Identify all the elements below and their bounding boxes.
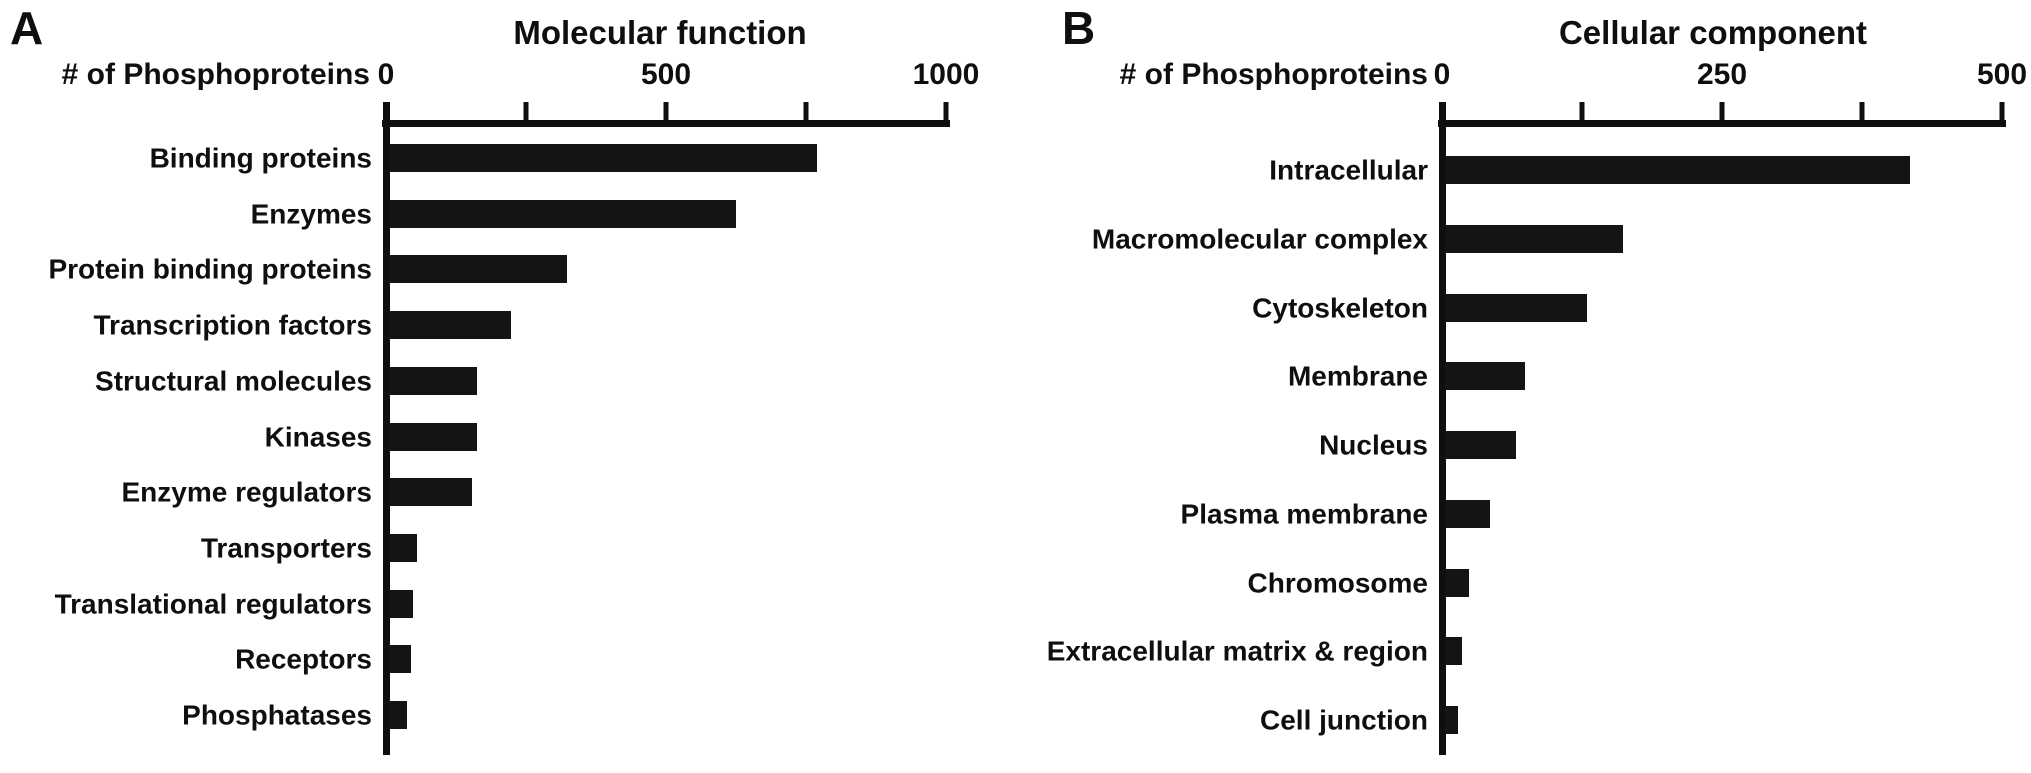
category-label: Binding proteins bbox=[149, 142, 372, 174]
x-axis-tick-mark bbox=[1719, 102, 1725, 120]
x-axis-tick-label: 250 bbox=[1696, 58, 1748, 91]
bar bbox=[1445, 362, 1525, 391]
bar bbox=[389, 366, 478, 395]
category-label: Cytoskeleton bbox=[1252, 291, 1428, 323]
category-label: Kinases bbox=[264, 420, 372, 452]
x-axis-tick-label: 0 bbox=[1433, 58, 1451, 91]
x-axis-tick-label: 1000 bbox=[912, 58, 980, 91]
bar bbox=[389, 311, 512, 340]
x-axis-tick-mark bbox=[1439, 102, 1445, 120]
category-label: Protein binding proteins bbox=[48, 253, 372, 285]
x-axis-tick-mark bbox=[1859, 102, 1865, 120]
category-label: Intracellular bbox=[1269, 154, 1428, 186]
panel-b-chart-title: Cellular component bbox=[1558, 14, 1868, 51]
category-label: Chromosome bbox=[1247, 566, 1428, 598]
x-axis-tick-mark bbox=[1999, 102, 2005, 120]
category-label: Enzymes bbox=[250, 197, 372, 229]
bar bbox=[389, 533, 417, 562]
x-axis-tick-label: 0 bbox=[377, 58, 395, 91]
category-label: Plasma membrane bbox=[1180, 498, 1428, 530]
y-axis-line bbox=[1438, 102, 1446, 755]
bar bbox=[1445, 706, 1459, 734]
category-label: Translational regulators bbox=[54, 587, 372, 619]
bar bbox=[389, 589, 413, 618]
x-axis-line bbox=[1438, 120, 2006, 127]
bar bbox=[1445, 499, 1490, 528]
bar bbox=[1445, 156, 1910, 184]
category-label: Cell junction bbox=[1260, 704, 1428, 736]
panel-a-letter: A bbox=[10, 2, 44, 54]
x-axis-tick-label: 500 bbox=[640, 58, 692, 91]
x-axis-tick-mark bbox=[523, 102, 529, 120]
category-label: Receptors bbox=[235, 643, 372, 675]
bar bbox=[1445, 637, 1462, 666]
panel-a-chart-title: Molecular function bbox=[513, 14, 807, 51]
bar bbox=[389, 144, 818, 172]
category-label: Membrane bbox=[1287, 360, 1428, 392]
panel-b-x-axis-label: # of Phosphoproteins bbox=[1119, 58, 1428, 91]
bar bbox=[389, 255, 567, 284]
category-label: Macromolecular complex bbox=[1091, 223, 1428, 255]
bar bbox=[1445, 224, 1624, 253]
x-axis-tick-mark bbox=[1579, 102, 1585, 120]
bar bbox=[389, 645, 412, 674]
category-label: Structural molecules bbox=[95, 365, 372, 397]
x-axis-tick-mark bbox=[803, 102, 809, 120]
category-label: Nucleus bbox=[1319, 429, 1428, 461]
x-axis-line bbox=[382, 120, 950, 127]
bar bbox=[1445, 293, 1588, 322]
category-label: Transporters bbox=[200, 532, 372, 564]
category-label: Extracellular matrix & region bbox=[1046, 635, 1428, 667]
panel-a: A Molecular function # of Phosphoprotein… bbox=[0, 0, 1015, 773]
panel-b: B Cellular component # of Phosphoprotein… bbox=[1015, 0, 2031, 773]
bar bbox=[389, 422, 478, 451]
bar bbox=[389, 701, 408, 729]
panel-b-letter: B bbox=[1062, 2, 1096, 54]
category-label: Transcription factors bbox=[93, 309, 372, 341]
y-axis-line bbox=[382, 102, 390, 755]
bar bbox=[389, 199, 737, 228]
x-axis-tick-label: 500 bbox=[1976, 58, 2028, 91]
category-label: Phosphatases bbox=[182, 699, 372, 731]
bar bbox=[1445, 431, 1516, 459]
x-axis-tick-mark bbox=[943, 102, 949, 120]
bar bbox=[1445, 568, 1469, 597]
panel-a-x-axis-label: # of Phosphoproteins bbox=[61, 58, 370, 91]
x-axis-tick-mark bbox=[663, 102, 669, 120]
bar bbox=[389, 478, 472, 507]
category-label: Enzyme regulators bbox=[121, 476, 372, 508]
x-axis-tick-mark bbox=[383, 102, 389, 120]
